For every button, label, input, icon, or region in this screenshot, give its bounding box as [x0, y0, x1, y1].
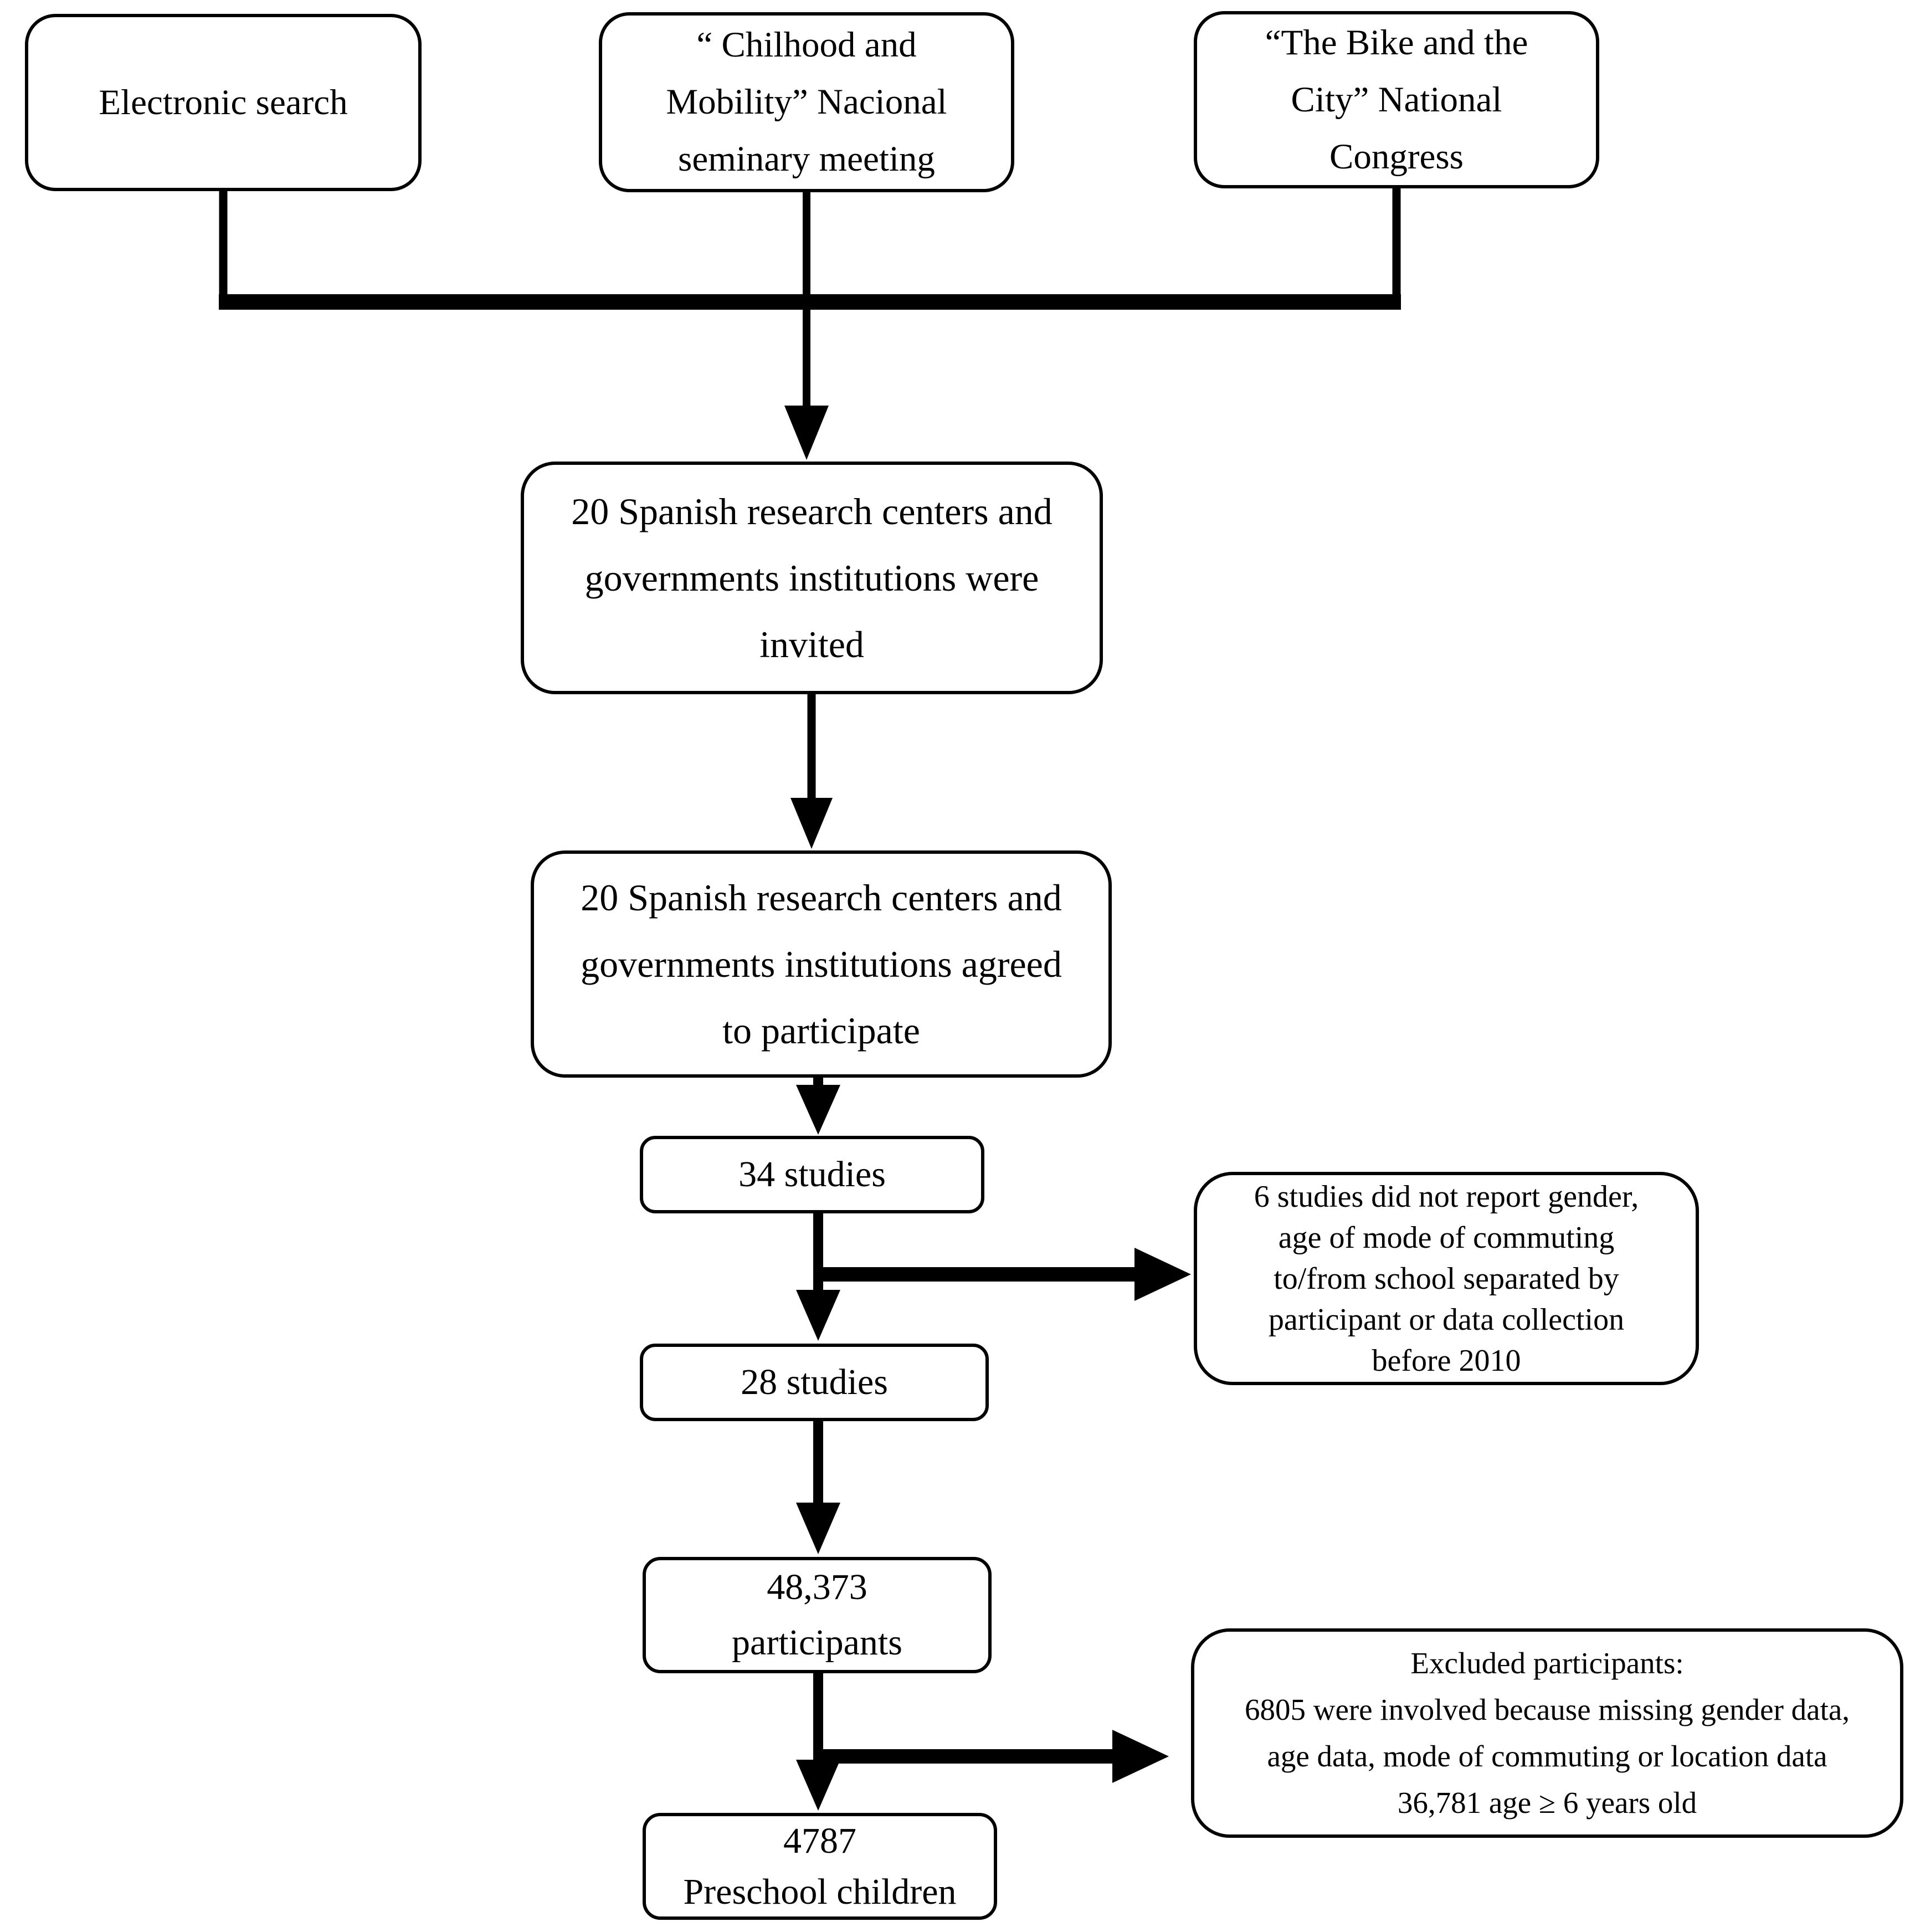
box-text-line: Electronic search — [99, 82, 348, 122]
box-centers-invited: 20 Spanish research centers and governme… — [521, 462, 1103, 694]
box-text-line: Preschool children — [683, 1871, 957, 1912]
box-bike-city-congress: “The Bike and the City” National Congres… — [1194, 11, 1599, 188]
box-excluded-participants: Excluded participants: 6805 were involve… — [1191, 1628, 1903, 1838]
arrow-28-to-participants-arrowhead — [796, 1503, 840, 1554]
box-text-line: Congress — [1329, 136, 1464, 177]
box-text-line: age of mode of commuting — [1278, 1220, 1615, 1255]
box-text-line: 28 studies — [741, 1362, 888, 1402]
box-text-line: 6 studies did not report gender, — [1254, 1179, 1639, 1214]
arrow-34-to-28-arrowhead — [796, 1290, 840, 1341]
box-text-line: invited — [759, 623, 864, 665]
arrow-to-invited-arrowhead — [784, 406, 829, 460]
box-text-line: 20 Spanish research centers and — [581, 877, 1062, 919]
box-text-line: 4787 — [783, 1820, 856, 1861]
box-text-line: 34 studies — [738, 1154, 886, 1195]
box-text-line: City” National — [1291, 79, 1502, 120]
box-text-line: 20 Spanish research centers and — [571, 490, 1053, 532]
box-text-line: “ Chilhood and — [696, 25, 917, 65]
box-text-line: 6805 were involved because missing gende… — [1244, 1693, 1850, 1726]
box-text-line: governments institutions agreed — [581, 943, 1062, 985]
arrow-agreed-to-34-arrowhead — [796, 1085, 840, 1135]
box-34-studies: 34 studies — [640, 1136, 984, 1213]
box-48373-participants: 48,373 participants — [643, 1557, 992, 1673]
box-electronic-search: Electronic search — [25, 14, 422, 191]
box-text-line: “The Bike and the — [1265, 22, 1528, 63]
box-text-line: to participate — [722, 1009, 920, 1052]
arrow-participants-to-preschool-arrowhead — [796, 1760, 840, 1811]
box-childhood-mobility-meeting: “ Chilhood and Mobility” Nacional semina… — [599, 12, 1014, 192]
box-4787-preschool-children: 4787 Preschool children — [643, 1813, 997, 1920]
box-text-line: Mobility” Nacional — [666, 82, 947, 122]
box-text-line: participants — [732, 1622, 902, 1663]
box-text-line: governments institutions were — [584, 557, 1039, 599]
box-28-studies: 28 studies — [640, 1344, 989, 1421]
branch-excluded-participants-arrowhead — [1112, 1730, 1169, 1783]
box-text-line: to/from school separated by — [1274, 1261, 1619, 1296]
box-text-line: seminary meeting — [678, 139, 935, 179]
box-centers-agreed: 20 Spanish research centers and governme… — [531, 850, 1112, 1078]
box-text-line: Excluded participants: — [1410, 1646, 1684, 1680]
box-text-line: age data, mode of commuting or location … — [1267, 1739, 1827, 1773]
box-text-line: 48,373 — [767, 1567, 867, 1607]
box-text-line: before 2010 — [1372, 1343, 1521, 1378]
box-text-line: 36,781 age ≥ 6 years old — [1397, 1786, 1697, 1820]
box-excluded-studies: 6 studies did not report gender, age of … — [1194, 1172, 1699, 1385]
box-text-line: participant or data collection — [1268, 1302, 1625, 1337]
arrow-invited-to-agreed-arrowhead — [790, 798, 833, 849]
branch-excluded-studies-arrowhead — [1134, 1248, 1191, 1301]
